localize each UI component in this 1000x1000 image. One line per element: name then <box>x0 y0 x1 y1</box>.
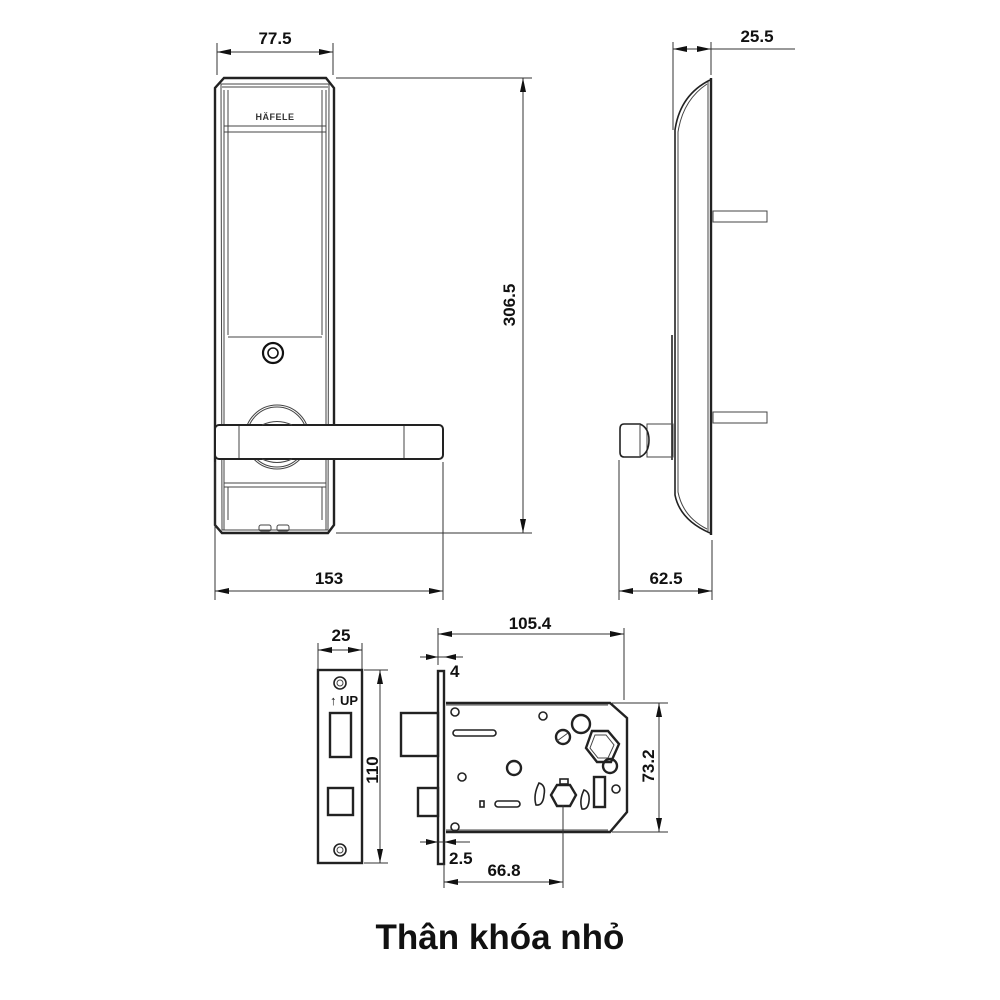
deadbolt <box>416 786 440 818</box>
up-arrow-icon: ↑ <box>330 693 337 708</box>
dimension-front-height: 306.5 <box>336 77 532 534</box>
dimension-side-projection: 62.5 <box>618 460 713 600</box>
dimension-mortise-height: 73.2 <box>612 702 668 833</box>
dim-label-62-5: 62.5 <box>649 569 682 588</box>
dim-label-110: 110 <box>363 756 382 783</box>
drawing-caption: Thân khóa nhỏ <box>375 918 625 957</box>
brand-logo: HÄFELE <box>256 112 295 122</box>
dimension-mortise-length: 105.4 <box>437 614 625 700</box>
battery-contact-icon <box>258 524 272 532</box>
mounting-post <box>712 411 768 424</box>
dimension-side-depth: 25.5 <box>672 27 795 130</box>
dim-label-306-5: 306.5 <box>500 284 519 327</box>
handle-end <box>619 423 650 458</box>
key-cylinder-icon <box>261 341 285 365</box>
latch-bolt <box>399 711 440 758</box>
mounting-post <box>712 210 768 223</box>
up-label: UP <box>340 693 358 708</box>
lock-body: HÄFELE <box>213 76 336 535</box>
dim-label-4: 4 <box>450 662 460 681</box>
deadbolt-opening <box>326 786 355 817</box>
latch-opening <box>328 711 353 759</box>
dim-label-153: 153 <box>315 569 343 588</box>
dim-label-73-2: 73.2 <box>639 749 658 782</box>
dimension-strike-width: 25 <box>317 626 363 670</box>
dim-label-77-5: 77.5 <box>258 29 291 48</box>
dimension-gap: 2.5 <box>420 839 473 868</box>
dimension-strike-height: 110 <box>363 669 388 864</box>
dimension-handle-span: 153 <box>214 462 444 600</box>
dimension-faceplate-thickness: 4 <box>420 654 463 681</box>
side-view: 25.5 62.5 <box>618 27 795 600</box>
cylinder-cam <box>549 783 578 808</box>
dimension-backset: 66.8 <box>443 805 564 888</box>
dim-label-66-8: 66.8 <box>487 861 520 880</box>
dimension-front-width: 77.5 <box>216 29 334 75</box>
strike-plate: 25 ↑ UP 110 <box>316 626 388 865</box>
dim-label-25: 25 <box>332 626 351 645</box>
dim-label-105-4: 105.4 <box>509 614 552 633</box>
front-view: 77.5 HÄFELE <box>213 29 532 600</box>
lever-handle <box>214 421 444 463</box>
dim-label-25-5: 25.5 <box>740 27 773 46</box>
dim-label-2-5: 2.5 <box>449 849 473 868</box>
faceplate <box>436 669 446 866</box>
mortise-lock-body: 105.4 4 <box>399 614 668 888</box>
spindle-hub-square <box>584 729 621 764</box>
